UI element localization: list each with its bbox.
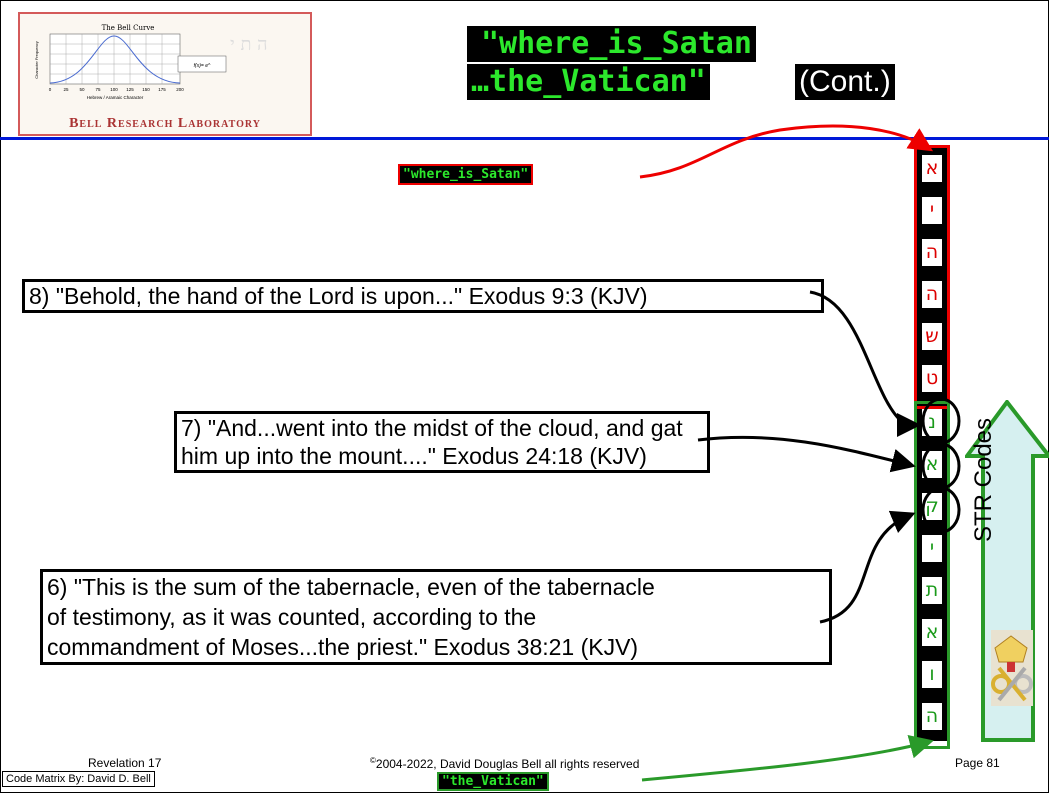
copyright-text: 2004-2022, David Douglas Bell all rights… <box>375 757 640 771</box>
highlight-circle <box>921 486 961 534</box>
quote-exodus-38-21: 6) "This is the sum of the tabernacle, e… <box>40 569 832 665</box>
quote-7-line-1: 7) "And...went into the midst of the clo… <box>181 415 683 441</box>
letter-cell: ש <box>922 323 942 350</box>
letter-cell: א <box>922 619 942 646</box>
svg-text:0: 0 <box>49 87 52 92</box>
title-line-2: …the_Vatican" <box>467 64 710 100</box>
bell-research-logo: ה ת י The Bell Curve f(x)= e^ Character … <box>18 12 312 136</box>
svg-text:125: 125 <box>126 87 134 92</box>
arrow-the-vatican <box>641 735 934 782</box>
letter-cell: ה <box>922 703 942 730</box>
letter-cell: א <box>922 155 942 182</box>
quote-8-text: 8) "Behold, the hand of the Lord is upon… <box>29 283 648 309</box>
header-divider <box>0 137 1049 140</box>
letter-cell: ת <box>922 577 942 604</box>
letter-cell: ו <box>922 661 942 688</box>
logo-chart-graphic: The Bell Curve f(x)= e^ Character Freque… <box>34 24 227 100</box>
footer-left: Revelation 17 <box>88 756 162 770</box>
svg-text:f(x)= e^: f(x)= e^ <box>194 63 211 69</box>
page-number: Page 81 <box>955 756 1000 770</box>
footer-copyright: ©2004-2022, David Douglas Bell all right… <box>370 756 639 771</box>
title-cont: (Cont.) <box>795 64 895 100</box>
letter-cell: ה <box>922 239 942 266</box>
svg-text:25: 25 <box>63 87 69 92</box>
svg-text:75: 75 <box>95 87 101 92</box>
quote-exodus-9-3: 8) "Behold, the hand of the Lord is upon… <box>22 279 824 313</box>
highlight-circle <box>921 397 961 445</box>
arrow-quote-8 <box>809 290 921 437</box>
quote-7-line-2: him up into the mount...." Exodus 24:18 … <box>181 443 647 469</box>
letter-cell: י <box>922 535 942 562</box>
label-where-is-satan: "where_is_Satan" <box>398 164 534 185</box>
letter-cell: נ <box>922 409 942 436</box>
credit-label: Code Matrix By: David D. Bell <box>2 771 155 787</box>
label-the-vatican: "the_Vatican" <box>437 772 549 791</box>
highlight-circle <box>921 442 961 490</box>
title-line-1: "where_is_Satan <box>467 26 756 62</box>
svg-text:150: 150 <box>142 87 150 92</box>
quote-6-line-2: of testimony, as it was counted, accordi… <box>47 604 537 630</box>
svg-text:200: 200 <box>176 87 184 92</box>
logo-chart-title: The Bell Curve <box>102 24 155 32</box>
arrow-quote-6 <box>819 510 916 624</box>
quote-6-line-3: commandment of Moses...the priest." Exod… <box>47 634 639 660</box>
svg-text:175: 175 <box>158 87 166 92</box>
papal-emblem-icon <box>991 635 1033 702</box>
quote-exodus-24-18: 7) "And...went into the midst of the clo… <box>174 411 710 473</box>
logo-chart-ylabel: Character Frequency <box>34 41 39 79</box>
str-codes-arrow <box>965 400 1049 742</box>
letter-cell: י <box>922 197 942 224</box>
arrow-quote-7 <box>697 435 916 473</box>
page-title: "where_is_Satan …the_Vatican" (Cont.) <box>467 26 915 102</box>
letter-cell: ק <box>922 493 942 520</box>
logo-background-text: ה ת י <box>230 34 268 55</box>
logo-chart-xlabel: Hebrew / Aramaic Character <box>87 95 144 100</box>
letter-cell: ה <box>922 281 942 308</box>
quote-6-line-1: 6) "This is the sum of the tabernacle, e… <box>47 574 655 600</box>
letter-cell: א <box>922 451 942 478</box>
logo-name: Bell Research Laboratory <box>69 116 261 131</box>
copyright-mark: © <box>370 756 376 765</box>
letter-cell: ט <box>922 365 942 392</box>
svg-text:100: 100 <box>110 87 118 92</box>
svg-text:50: 50 <box>79 87 85 92</box>
arrow-where-is-satan <box>639 124 934 179</box>
